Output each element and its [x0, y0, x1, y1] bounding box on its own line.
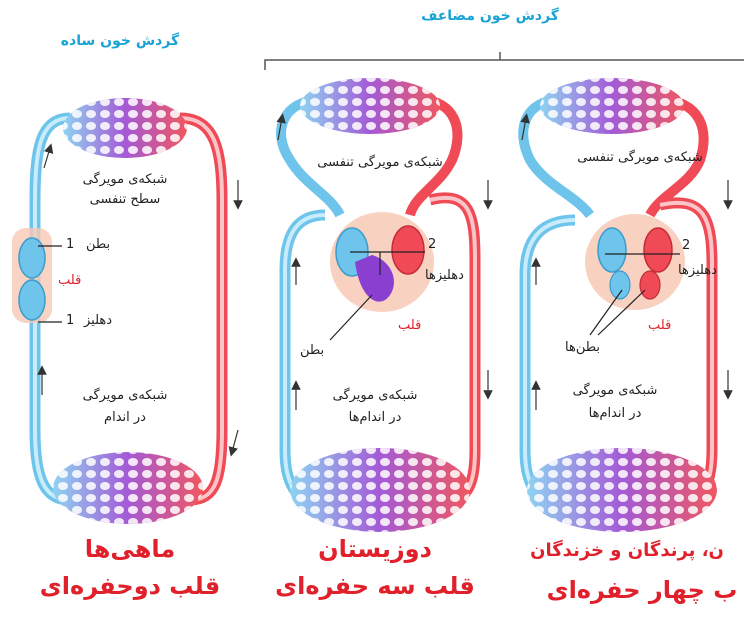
fish-cap-bottom-label: شبکه‌ی مویرگی	[70, 388, 180, 403]
mammal-heart-label: قلب	[648, 318, 671, 333]
mammal-cap-top-label: شبکه‌ی مویرگی تنفسی	[560, 150, 720, 165]
amphibian-heart-type: قلب سه حفره‌ای	[270, 572, 480, 600]
amphibian-title: دوزیستان	[290, 535, 460, 563]
mammal-ventricles-label: بطن‌ها	[565, 340, 600, 355]
mammal-title: ن، پرندگان و خزندگان	[510, 540, 744, 561]
amphibian-cap-top-label: شبکه‌ی مویرگی تنفسی	[300, 155, 460, 170]
mammal-diagram	[522, 78, 728, 532]
mammal-num-atria: 2	[682, 238, 690, 253]
fish-cap-top-label: شبکه‌ی مویرگی	[70, 172, 180, 187]
fish-title: ماهی‌ها	[40, 535, 220, 563]
fish-ventricle-label: بطن	[86, 237, 110, 252]
header-double-circulation: گردش خون مضاعف	[400, 8, 580, 24]
mammal-cap-bottom-label2: در اندام‌ها	[560, 406, 670, 421]
header-simple-circulation: گردش خون ساده	[35, 33, 205, 49]
mammal-atria-label: دهلیزها	[678, 263, 717, 278]
mammal-cap-bottom-label: شبکه‌ی مویرگی	[560, 383, 670, 398]
amphibian-cap-bottom-label2: در اندام‌ها	[320, 410, 430, 425]
fish-cap-top-label2: سطح تنفسی	[70, 192, 180, 207]
amphibian-atria-label: دهلیزها	[425, 268, 464, 283]
fish-atrium-label: دهلیز	[84, 313, 112, 328]
amphibian-heart-label: قلب	[398, 318, 421, 333]
fish-cap-bottom-label2: در اندام	[70, 410, 180, 425]
fish-oxy-vessel	[180, 118, 222, 500]
amphibian-diagram	[278, 78, 488, 532]
amphibian-ventricle-label: بطن	[300, 343, 324, 358]
mammal-heart-type: ب چهار حفره‌ای	[540, 576, 744, 604]
amphibian-cap-bottom-label: شبکه‌ی مویرگی	[320, 388, 430, 403]
fish-heart-label: قلب	[58, 273, 81, 288]
fish-num-ventricle: 1	[66, 237, 74, 252]
fish-diagram	[12, 98, 238, 524]
fish-heart-type: قلب دوحفره‌ای	[10, 572, 250, 600]
fish-num-atrium: 1	[66, 313, 74, 328]
amphibian-num-atria: 2	[428, 237, 436, 252]
double-bracket	[265, 60, 744, 70]
